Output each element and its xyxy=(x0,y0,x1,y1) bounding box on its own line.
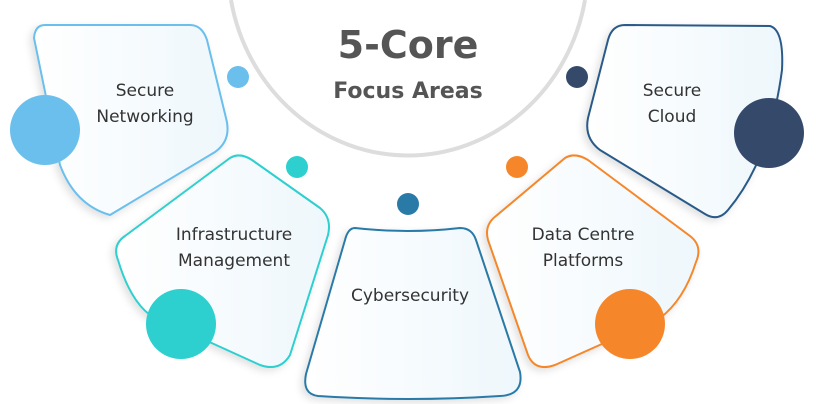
label-infrastructure-1: Infrastructure xyxy=(176,225,292,245)
title-line2: Focus Areas xyxy=(333,79,482,104)
data-centre-circle xyxy=(595,289,665,359)
secure-cloud-circle xyxy=(734,98,804,168)
secure-networking-circle xyxy=(10,95,80,165)
label-data-centre-1: Data Centre xyxy=(532,225,635,245)
dot-secure-networking xyxy=(227,66,249,88)
label-secure-cloud-2: Cloud xyxy=(648,107,697,127)
label-secure-networking-2: Networking xyxy=(96,107,193,127)
dot-infrastructure xyxy=(286,156,308,178)
card-data-centre-platforms: Data Centre Platforms xyxy=(486,154,700,368)
infrastructure-circle xyxy=(146,289,216,359)
central-arc xyxy=(229,0,587,158)
dot-cybersecurity xyxy=(397,193,419,215)
title-line1: 5-Core xyxy=(338,23,479,67)
dot-data-centre xyxy=(506,156,528,178)
label-data-centre-2: Platforms xyxy=(543,251,624,271)
label-secure-networking-1: Secure xyxy=(116,81,174,101)
dot-secure-cloud xyxy=(566,66,588,88)
card-cybersecurity: Cybersecurity xyxy=(304,227,522,400)
label-secure-cloud-1: Secure xyxy=(643,81,701,101)
card-secure-networking: Secure Networking xyxy=(10,24,229,216)
card-infrastructure-management: Infrastructure Management xyxy=(115,154,330,368)
label-infrastructure-2: Management xyxy=(178,251,290,271)
label-cybersecurity: Cybersecurity xyxy=(351,286,469,306)
card-secure-cloud: Secure Cloud xyxy=(586,24,804,219)
